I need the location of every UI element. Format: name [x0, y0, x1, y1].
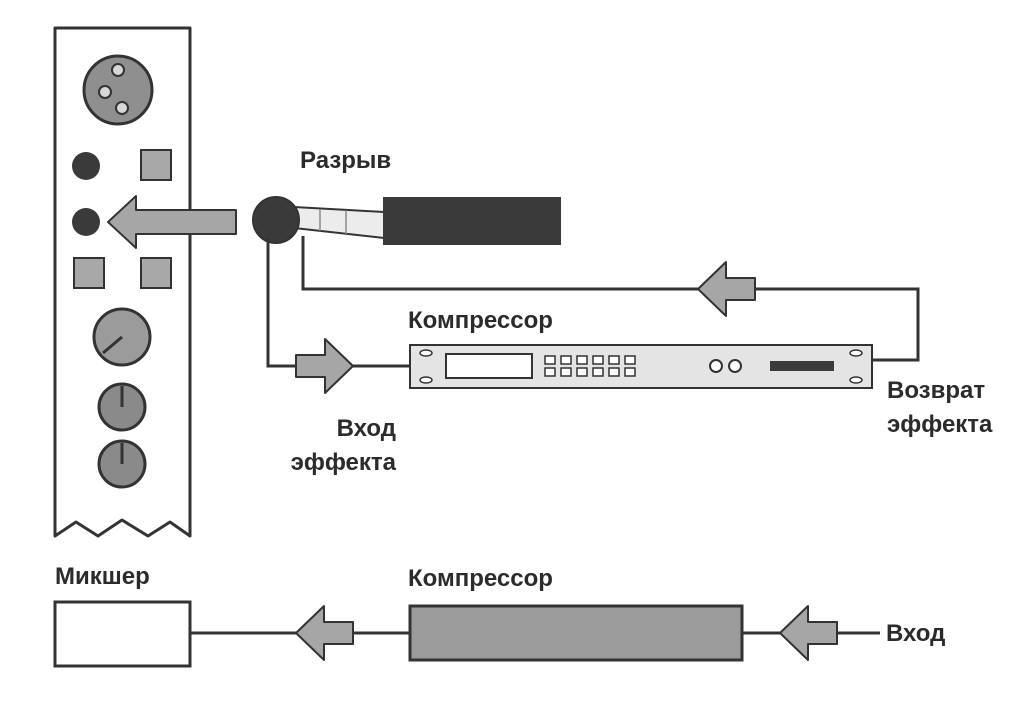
plug-body: [383, 197, 561, 245]
fx-send-label-line1: Вход: [337, 415, 396, 442]
xlr-connector-icon: [82, 54, 154, 126]
input-arrow-icon: [779, 605, 838, 661]
insert-jack-top: [72, 152, 100, 180]
mixer-channel-strip: [53, 26, 192, 538]
fx-return-label-line1: Возврат: [887, 377, 985, 404]
gain-knob: [92, 307, 152, 367]
switch-square-1: [140, 149, 172, 181]
output-arrow-icon: [295, 605, 354, 661]
compressor-top-label: Компрессор: [408, 307, 553, 334]
return-arrow-icon: [697, 261, 756, 317]
eq-knob-2: [97, 439, 147, 489]
switch-square-3: [140, 257, 172, 289]
return-cable: [301, 236, 920, 362]
rack-buttons: [544, 355, 636, 377]
rack-meter: [770, 361, 834, 371]
insert-point-label: Разрыв: [300, 147, 391, 174]
arrow-left-icon: [107, 195, 237, 249]
fx-return-label-line2: эффекта: [887, 411, 993, 438]
switch-square-2: [73, 257, 105, 289]
input-label: Вход: [886, 620, 945, 647]
mixer-label: Микшер: [55, 563, 150, 590]
insert-jack: [72, 208, 100, 236]
compressor-box: [408, 604, 744, 662]
fx-send-label-line2: эффекта: [291, 449, 397, 476]
send-cable: [266, 238, 410, 368]
eq-knob-1: [97, 382, 147, 432]
rack-compressor-icon: [409, 344, 873, 389]
insert-plug-icon: [252, 196, 561, 245]
plug-head: [252, 196, 300, 244]
rack-display: [445, 353, 533, 379]
send-arrow-icon: [295, 338, 354, 394]
compressor-bottom-label: Компрессор: [408, 565, 553, 592]
mixer-box: [53, 600, 192, 668]
